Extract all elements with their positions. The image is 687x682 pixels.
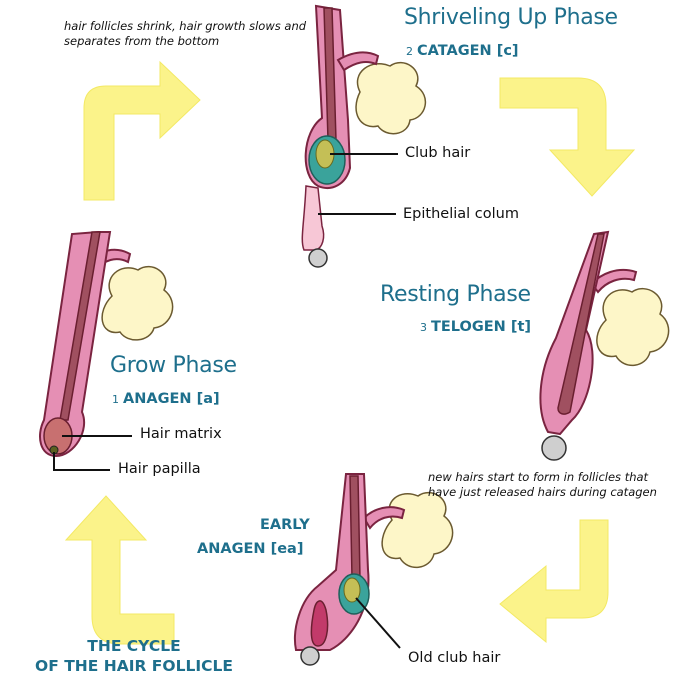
anagen-follicle xyxy=(40,232,173,456)
anagen-number: 1 xyxy=(112,393,119,406)
telogen-gland xyxy=(597,289,669,366)
catagen-code-line: 2 CATAGEN [c] xyxy=(406,43,519,59)
telogen-code: TELOGEN [t] xyxy=(431,319,531,335)
telogen-code-line: 3 TELOGEN [t] xyxy=(420,319,531,335)
hair-matrix-label: Hair matrix xyxy=(140,426,222,442)
catagen-papilla xyxy=(309,249,327,267)
hair-papilla-label: Hair papilla xyxy=(118,461,201,477)
catagen-gland xyxy=(356,63,425,134)
catagen-epithelial-column xyxy=(302,186,323,250)
early-anagen-follicle xyxy=(295,474,453,665)
arrow-catagen-to-telogen xyxy=(500,78,634,196)
arrow-early-anagen-to-anagen xyxy=(66,496,174,644)
club-hair-label: Club hair xyxy=(405,145,470,161)
catagen-title: Shriveling Up Phase xyxy=(404,5,618,30)
telogen-title: Resting Phase xyxy=(380,282,531,307)
cycle-caption-line1: THE CYCLE xyxy=(14,636,254,656)
anagen-title: Grow Phase xyxy=(110,353,237,378)
telogen-follicle xyxy=(540,232,668,460)
catagen-code: CATAGEN [c] xyxy=(417,43,519,59)
epithelial-colum-label: Epithelial colum xyxy=(403,206,519,222)
early-anagen-shaft xyxy=(350,476,360,578)
old-club-hair-leader xyxy=(356,598,400,648)
arrow-telogen-to-early-anagen xyxy=(500,520,608,642)
early-anagen-papilla xyxy=(301,647,319,665)
cycle-caption-line2: OF THE HAIR FOLLICLE xyxy=(14,656,254,676)
anagen-code-line: 1 ANAGEN [a] xyxy=(112,391,220,407)
early-anagen-gland xyxy=(382,493,452,568)
anagen-code: ANAGEN [a] xyxy=(123,391,220,407)
early-anagen-note: new hairs start to form in follicles tha… xyxy=(428,470,678,500)
arrow-anagen-to-catagen xyxy=(84,62,200,200)
telogen-number: 3 xyxy=(420,321,427,334)
early-anagen-line1: EARLY xyxy=(260,517,310,533)
early-anagen-new-bulb xyxy=(311,601,327,646)
catagen-note: hair follicles shrink, hair growth slows… xyxy=(64,19,354,49)
old-club-hair-label: Old club hair xyxy=(408,650,500,666)
catagen-number: 2 xyxy=(406,45,413,58)
anagen-gland xyxy=(102,267,172,340)
early-anagen-line2: ANAGEN [ea] xyxy=(197,541,303,557)
cycle-caption: THE CYCLE OF THE HAIR FOLLICLE xyxy=(14,636,254,676)
telogen-papilla xyxy=(542,436,566,460)
